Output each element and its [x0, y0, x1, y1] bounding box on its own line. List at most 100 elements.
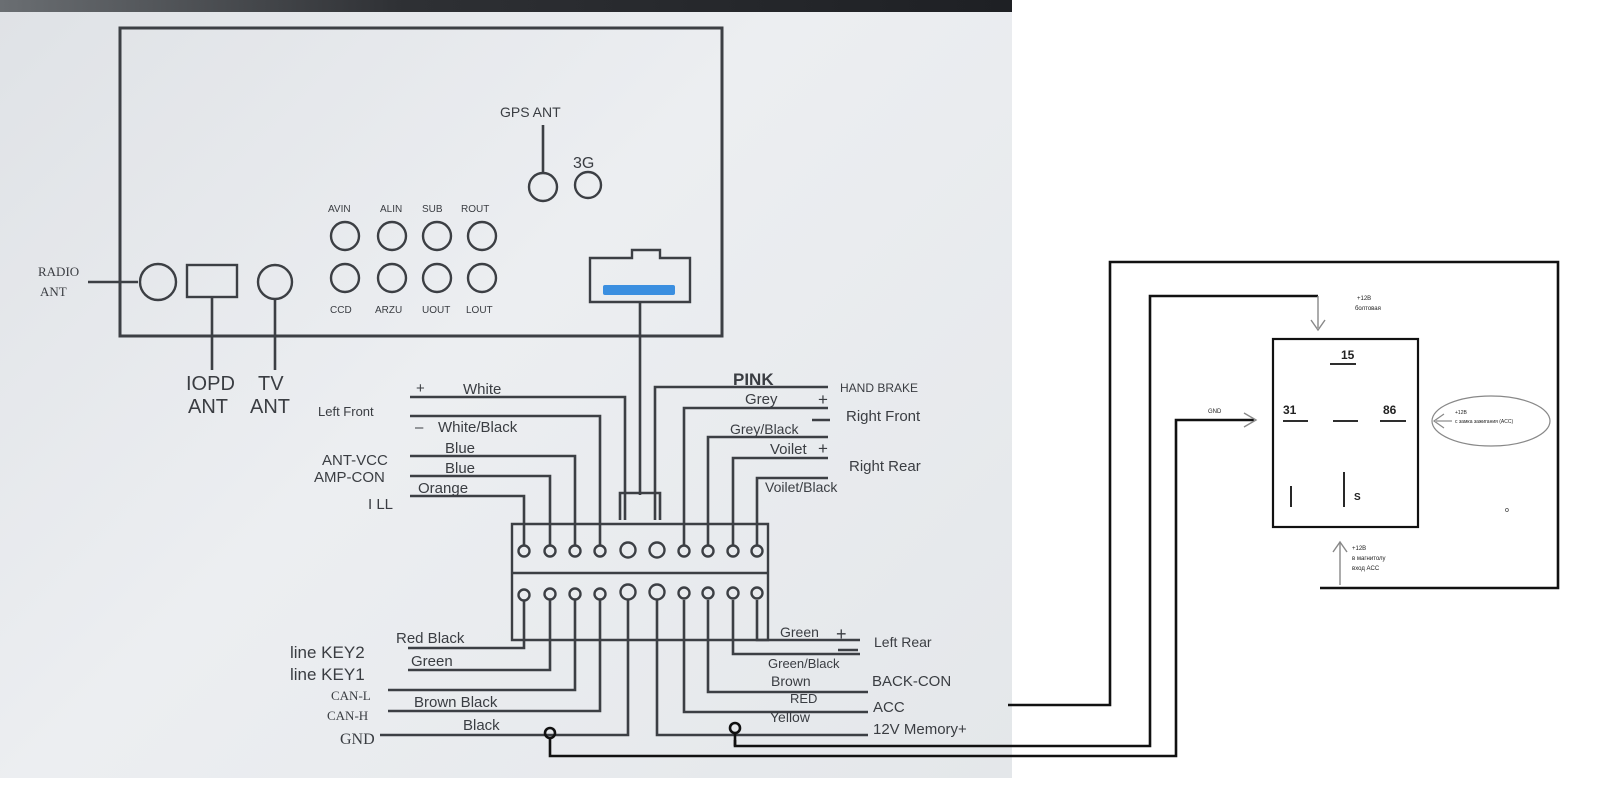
note-acc-bubble: [1431, 395, 1551, 447]
harness-socket: [588, 248, 692, 304]
wire-green-key1: [408, 600, 552, 672]
photo-top-edge: [0, 0, 1012, 12]
label-green-black: Green/Black: [768, 656, 840, 671]
pin-t8: [701, 544, 715, 558]
note-bottom-2: в магнитолу: [1352, 556, 1386, 562]
gps-ant-label: GPS ANT: [500, 104, 561, 120]
relay-pin-86: 86: [1383, 403, 1397, 417]
label-gnd: GND: [340, 731, 375, 748]
label-pink: PINK: [733, 370, 774, 389]
wire-can-l: [388, 600, 577, 692]
jack-label-alin: ALIN: [380, 204, 402, 215]
iopd-label-line1: IOPD: [186, 373, 235, 395]
radio-ant-label-line1: RADIO: [38, 264, 79, 279]
pin-t10: [750, 544, 764, 558]
label-right-front: Right Front: [846, 408, 921, 425]
label-yellow: Yellow: [770, 709, 811, 725]
jack-label-arzu: ARZU: [375, 305, 402, 316]
jack-label-rout: ROUT: [461, 204, 489, 215]
relay-dot: o: [1505, 507, 1509, 514]
wire-grey: [682, 406, 828, 545]
relay-pin-15: 15: [1341, 348, 1355, 362]
wire-voilet-black: [755, 476, 828, 545]
arrow-top-head: [1310, 319, 1326, 332]
wire-grey-black: [706, 435, 828, 545]
label-amp-con: AMP-CON: [314, 469, 385, 486]
added-wire-memory-to-relay: [733, 294, 1318, 748]
label-left-rear: Left Rear: [874, 634, 932, 650]
wire-pink: [653, 385, 828, 520]
arrow-acc-head: [1432, 413, 1445, 429]
wire-blue-ant: [410, 454, 577, 545]
wire-yellow: [655, 600, 868, 737]
arzu-jack: [376, 262, 408, 294]
jack-label-uout: UOUT: [422, 305, 450, 316]
gps-ant-jack: [527, 171, 559, 203]
pin-b8: [701, 586, 715, 600]
pin-b7: [677, 586, 691, 600]
g3-jack: [573, 170, 603, 200]
head-unit-panel: [118, 26, 724, 338]
pin-t2: [543, 544, 557, 558]
label-voilet-plus: +: [818, 439, 828, 458]
wire-voilet: [731, 456, 828, 545]
label-brown: Brown: [771, 673, 811, 689]
label-grey: Grey: [745, 391, 778, 408]
jack-label-lout: LOUT: [466, 305, 493, 316]
iopd-ant-connector: [185, 263, 239, 299]
arrow-gnd-head: [1243, 412, 1258, 428]
rout-jack: [466, 220, 498, 252]
arrow-bottom-head: [1332, 540, 1348, 553]
pin-t5: [619, 541, 637, 559]
label-can-l: CAN-L: [331, 688, 371, 703]
g3-label: 3G: [573, 155, 594, 172]
note-gnd: GND: [1208, 409, 1222, 415]
pin-b4: [593, 587, 607, 601]
tv-label-line1: TV: [258, 373, 284, 395]
relay-pin-31: 31: [1283, 403, 1297, 417]
note-top-1: +12B: [1357, 296, 1371, 302]
wire-red-black: [408, 600, 526, 650]
wire-brown-back: [706, 600, 868, 694]
splice-point-memory: [728, 721, 742, 735]
label-line-key1: line KEY1: [290, 665, 365, 684]
label-blue-2: Blue: [445, 460, 475, 477]
label-voilet-black: Voilet/Black: [765, 479, 838, 495]
ccd-jack: [329, 262, 361, 294]
iso-bottom-pins: [517, 583, 764, 602]
label-left-front: Left Front: [318, 404, 374, 419]
wire-red-acc: [682, 600, 868, 714]
label-white-black: White/Black: [438, 419, 518, 436]
pin-t1: [517, 544, 531, 558]
radio-ant-jack: [138, 262, 178, 302]
pin-b5: [619, 583, 637, 601]
relay-pin-s: S: [1354, 492, 1361, 503]
avin-jack: [329, 220, 361, 252]
label-grey-black: Grey/Black: [730, 421, 799, 437]
note-right-2: с замка зажигания (ACC): [1455, 419, 1513, 425]
pin-b6: [648, 583, 666, 601]
sub-jack: [421, 220, 453, 252]
label-ant-vcc: ANT-VCC: [322, 452, 388, 469]
jack-label-avin: AVIN: [328, 204, 351, 215]
relay-box: [1271, 337, 1420, 529]
label-brown-black: Brown Black: [414, 694, 498, 711]
tv-ant-jack: [256, 263, 294, 301]
wire-green: [755, 600, 860, 642]
note-top-2: болтовая: [1355, 306, 1381, 312]
alin-jack: [376, 220, 408, 252]
jack-label-sub: SUB: [422, 204, 443, 215]
label-white: White: [463, 381, 501, 398]
pin-t9: [726, 544, 740, 558]
label-black: Black: [463, 717, 500, 734]
label-red-black: Red Black: [396, 630, 465, 647]
label-grey-plus: +: [818, 390, 828, 409]
label-voilet: Voilet: [770, 441, 808, 458]
pin-t4: [593, 544, 607, 558]
label-hand-brake: HAND BRAKE: [840, 381, 918, 395]
label-green: Green: [780, 624, 819, 640]
label-can-h: CAN-H: [327, 708, 368, 723]
label-right-rear: Right Rear: [849, 458, 921, 475]
lout-jack: [466, 262, 498, 294]
